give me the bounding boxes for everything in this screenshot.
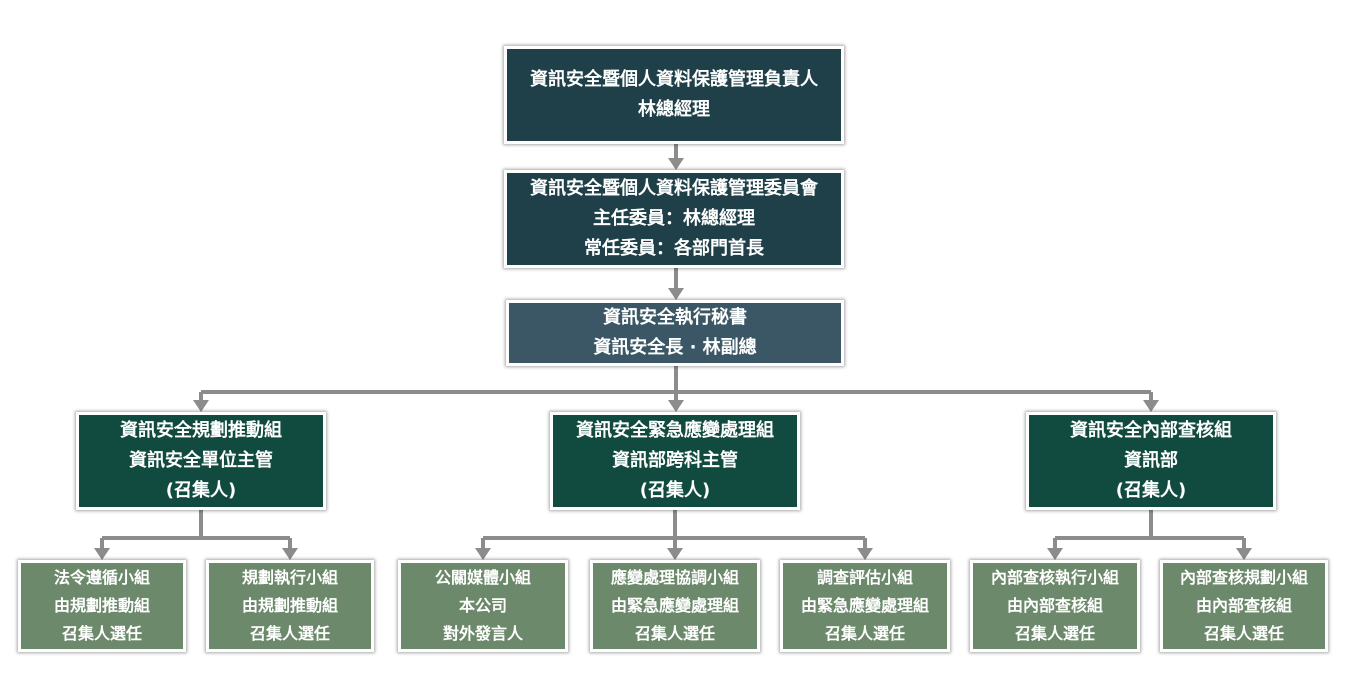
subgroup-box-3-1: 內部查核執行小組由內部查核組召集人選任 [970,560,1140,652]
subgroup-box-2-3-line-1: 調查評估小組 [816,568,913,587]
group-box-1-line-2: 資訊安全單位主管 [129,450,273,471]
arrowhead-20 [1236,548,1252,560]
subgroup-box-1-1-line-3: 召集人選任 [61,624,142,643]
subgroup-box-1-1: 法令遵循小組由規劃推動組召集人選任 [18,560,186,652]
subgroup-box-3-2-line-1: 內部查核規劃小組 [1179,568,1308,587]
secretary-box: 資訊安全執行秘書資訊安全長 · 林副總 [506,300,844,366]
subgroup-box-1-1-line-1: 法令遵循小組 [53,568,150,587]
subgroup-box-3-1-line-1: 內部查核執行小組 [990,568,1119,587]
group-box-2-line-2: 資訊部跨科主管 [612,450,738,471]
arrowhead-19 [1047,548,1063,560]
arrowhead-1 [668,158,684,170]
group-box-2: 資訊安全緊急應變處理組資訊部跨科主管 (召集人) [550,412,800,510]
arrowhead-15 [667,548,683,560]
arrowhead-5 [193,400,209,412]
subgroup-box-2-1: 公關媒體小組本公司對外發言人 [398,560,568,652]
secretary-box-line-2: 資訊安全長 · 林副總 [593,337,757,358]
subgroup-box-2-1-line-2: 本公司 [458,596,507,615]
committee-box-line-3: 常任委員：各部門首長 [584,238,764,259]
subgroup-box-2-1-line-3: 對外發言人 [442,624,523,643]
subgroup-box-1-2-line-3: 召集人選任 [249,624,330,643]
subgroup-box-1-2-line-2: 由規劃推動組 [241,596,338,615]
group-box-3-line-3: (召集人) [1115,480,1187,501]
subgroup-box-2-2-line-2: 由緊急應變處理組 [610,596,739,615]
group-box-3-line-1: 資訊安全內部查核組 [1070,420,1232,441]
arrowhead-14 [475,548,491,560]
subgroup-box-2-2: 應變處理協調小組由緊急應變處理組召集人選任 [590,560,760,652]
subgroup-box-2-2-line-1: 應變處理協調小組 [610,568,739,587]
subgroup-box-1-2-line-1: 規劃執行小組 [241,568,338,587]
subgroup-box-2-3-line-3: 召集人選任 [824,624,905,643]
arrowhead-6 [668,400,684,412]
group-box-3-line-2: 資訊部 [1124,450,1178,471]
secretary-box-line-1: 資訊安全執行秘書 [603,307,747,328]
subgroup-box-3-2-line-3: 召集人選任 [1203,624,1284,643]
committee-box-line-1: 資訊安全暨個人資料保護管理委員會 [530,178,818,199]
top-box-line-2: 林總經理 [638,99,710,120]
subgroup-box-1-2: 規劃執行小組由規劃推動組召集人選任 [206,560,374,652]
subgroup-box-1-1-line-2: 由規劃推動組 [53,596,150,615]
arrowhead-2 [668,288,684,300]
subgroup-box-2-1-line-1: 公關媒體小組 [434,568,531,587]
arrowhead-16 [857,548,873,560]
subgroup-box-3-2-line-2: 由內部查核組 [1195,596,1292,615]
committee-box: 資訊安全暨個人資料保護管理委員會主任委員：林總經理常任委員：各部門首長 [504,170,844,268]
group-box-2-line-3: (召集人) [639,480,711,501]
top-box: 資訊安全暨個人資料保護管理負責人林總經理 [504,46,844,144]
arrowhead-11 [282,548,298,560]
group-box-1-line-3: (召集人) [165,480,237,501]
subgroup-box-3-1-line-3: 召集人選任 [1014,624,1095,643]
arrowhead-10 [94,548,110,560]
arrowhead-7 [1143,400,1159,412]
subgroup-box-2-3-line-2: 由緊急應變處理組 [800,596,929,615]
group-box-1-line-1: 資訊安全規劃推動組 [120,420,282,441]
top-box-line-1: 資訊安全暨個人資料保護管理負責人 [530,69,818,90]
group-box-1: 資訊安全規劃推動組資訊安全單位主管 (召集人) [76,412,326,510]
group-box-3: 資訊安全內部查核組資訊部 (召集人) [1026,412,1276,510]
subgroup-box-2-2-line-3: 召集人選任 [634,624,715,643]
committee-box-line-2: 主任委員：林總經理 [593,208,755,229]
subgroup-box-3-2: 內部查核規劃小組由內部查核組召集人選任 [1160,560,1328,652]
group-box-2-line-1: 資訊安全緊急應變處理組 [576,420,774,441]
subgroup-box-2-3: 調查評估小組由緊急應變處理組召集人選任 [780,560,950,652]
subgroup-box-3-1-line-2: 由內部查核組 [1006,596,1103,615]
